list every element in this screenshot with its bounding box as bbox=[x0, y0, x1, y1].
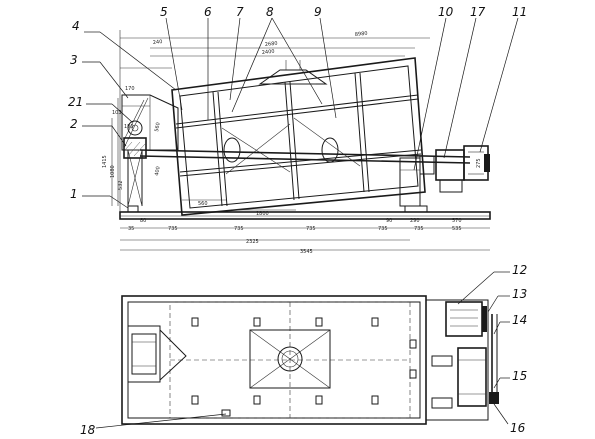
callout-1: 1 bbox=[70, 187, 78, 201]
callout-8: 8 bbox=[266, 5, 274, 19]
dim-735-2: 735 bbox=[234, 226, 244, 232]
left-bearing bbox=[123, 120, 147, 159]
callout-3: 3 bbox=[70, 53, 78, 67]
callout-10: 10 bbox=[438, 5, 454, 19]
callout-13: 13 bbox=[512, 287, 527, 301]
dim-532: 532 bbox=[118, 180, 124, 190]
callout-18: 18 bbox=[80, 423, 96, 437]
dim-735-4: 735 bbox=[378, 226, 388, 232]
dim-735-3: 735 bbox=[306, 226, 316, 232]
callout-4: 4 bbox=[72, 19, 80, 33]
tilted-drum bbox=[171, 57, 426, 216]
callout-11: 11 bbox=[512, 5, 527, 19]
right-foot bbox=[404, 205, 428, 213]
dim-1800: 1800 bbox=[256, 211, 269, 217]
left-foot bbox=[127, 205, 139, 213]
plan-hood bbox=[249, 329, 331, 389]
dim-735-5: 735 bbox=[414, 226, 424, 232]
callout-12: 12 bbox=[512, 263, 527, 277]
dim-180: 180 bbox=[124, 124, 134, 130]
dim-2400: 2400 bbox=[262, 49, 275, 56]
plan-drive bbox=[425, 299, 499, 421]
dim-8980: 8980 bbox=[355, 31, 368, 38]
dim-170: 170 bbox=[125, 86, 135, 92]
main-shaft bbox=[139, 137, 471, 164]
callout-2: 2 bbox=[70, 117, 78, 131]
plan-lugs bbox=[191, 317, 417, 417]
dim-400: 400 bbox=[154, 166, 162, 176]
top-hood bbox=[258, 60, 328, 85]
dim-735-1: 735 bbox=[168, 226, 178, 232]
callout-16: 16 bbox=[510, 421, 526, 435]
callout-17: 17 bbox=[470, 5, 486, 19]
dim-3545: 3545 bbox=[300, 249, 313, 255]
dim-1415: 1415 bbox=[102, 155, 108, 168]
dim-90: 90 bbox=[386, 218, 392, 224]
inlet-chute bbox=[121, 94, 179, 151]
callout-14: 14 bbox=[512, 313, 527, 327]
gearbox bbox=[435, 149, 465, 181]
plan-motor bbox=[445, 301, 483, 337]
callout-15: 15 bbox=[512, 369, 527, 383]
plan-gearbox bbox=[457, 347, 487, 407]
plan-view bbox=[121, 295, 499, 425]
dim-570: 570 bbox=[452, 218, 462, 224]
right-drive bbox=[399, 145, 490, 207]
dim-240: 240 bbox=[153, 39, 163, 46]
callouts: 1 2 3 4 21 5 6 7 8 9 10 bbox=[68, 5, 527, 437]
dim-290: 290 bbox=[410, 218, 420, 224]
dim-560-left: 560 bbox=[154, 122, 162, 132]
dim-275: 275 bbox=[476, 158, 482, 168]
callout-6: 6 bbox=[204, 5, 212, 19]
dim-535: 535 bbox=[452, 226, 462, 232]
side-view: 8980 2680 2400 240 170 103 180 1415 1080… bbox=[102, 30, 491, 255]
dim-1080: 1080 bbox=[110, 165, 116, 178]
base-frame bbox=[119, 211, 491, 220]
dim-2325: 2325 bbox=[246, 239, 259, 245]
side-dimensions: 8980 2680 2400 240 170 103 180 1415 1080… bbox=[102, 30, 490, 255]
callout-9: 9 bbox=[314, 5, 322, 19]
dim-2680: 2680 bbox=[265, 41, 278, 48]
callout-21: 21 bbox=[68, 95, 83, 109]
plan-inlet bbox=[127, 325, 187, 383]
coupling bbox=[419, 155, 435, 175]
left-support bbox=[127, 149, 143, 207]
callout-5: 5 bbox=[160, 5, 168, 19]
dim-35: 35 bbox=[128, 226, 134, 232]
callout-7: 7 bbox=[236, 5, 244, 19]
dim-80: 80 bbox=[140, 218, 146, 224]
dim-103: 103 bbox=[112, 110, 122, 116]
dim-560: 560 bbox=[198, 201, 208, 207]
